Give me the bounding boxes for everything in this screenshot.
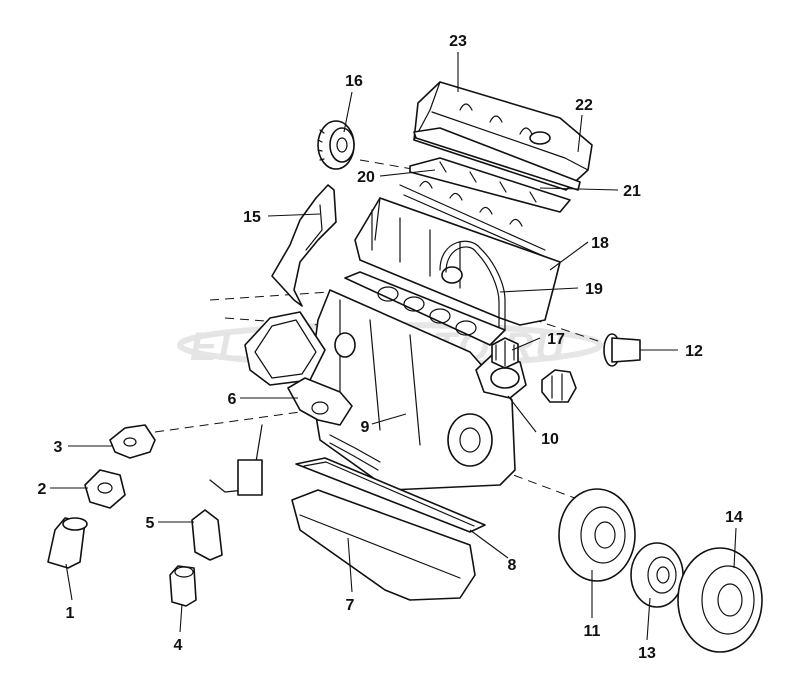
- clutch-pressure-plate[interactable]: [558, 488, 636, 582]
- water-pump-pulley[interactable]: [541, 369, 577, 403]
- distributor-drive[interactable]: [491, 337, 519, 369]
- timing-belt-cover[interactable]: [271, 184, 337, 307]
- label-7: 7: [346, 597, 355, 614]
- label-22: 22: [575, 97, 593, 114]
- breather-hose[interactable]: [439, 240, 506, 333]
- label-1: 1: [66, 605, 75, 622]
- label-23: 23: [449, 33, 467, 50]
- head-gasket[interactable]: [344, 271, 506, 346]
- engine-mount-bracket[interactable]: [109, 424, 156, 459]
- flywheel[interactable]: [677, 547, 763, 653]
- label-18: 18: [591, 235, 609, 252]
- water-hose[interactable]: [329, 434, 381, 471]
- label-9: 9: [361, 419, 370, 436]
- label-20: 20: [357, 169, 375, 186]
- label-16: 16: [345, 73, 363, 90]
- oil-filter[interactable]: [47, 517, 88, 569]
- label-13: 13: [638, 645, 656, 662]
- part-labels: 1 2 3 4 5 6 7 8 9 10 11 12 13 14 15 16 1…: [38, 33, 743, 662]
- label-14: 14: [725, 509, 743, 526]
- oil-pan-gasket[interactable]: [295, 457, 486, 533]
- oil-pan[interactable]: [291, 489, 476, 601]
- clutch-disc[interactable]: [630, 542, 684, 608]
- label-12: 12: [685, 343, 703, 360]
- mount-bracket[interactable]: [191, 509, 223, 561]
- label-11: 11: [584, 623, 601, 640]
- water-pump[interactable]: [475, 354, 527, 399]
- mount-bushing[interactable]: [169, 565, 197, 607]
- dipstick-tube[interactable]: [209, 424, 263, 496]
- label-3: 3: [54, 439, 63, 456]
- label-6: 6: [228, 391, 237, 408]
- label-15: 15: [243, 209, 261, 226]
- label-5: 5: [146, 515, 155, 532]
- valve-cover-gasket[interactable]: [413, 127, 581, 191]
- thermostat-housing[interactable]: [603, 333, 641, 367]
- engine-mount[interactable]: [84, 469, 126, 509]
- label-17: 17: [547, 331, 565, 348]
- front-cover-gasket[interactable]: [244, 311, 326, 386]
- label-2: 2: [38, 481, 47, 498]
- label-8: 8: [508, 557, 517, 574]
- leader-lines: [50, 52, 737, 641]
- engine-block[interactable]: [309, 289, 516, 491]
- cylinder-head[interactable]: [354, 197, 561, 326]
- valve-cover[interactable]: [413, 81, 593, 191]
- camshaft[interactable]: [399, 180, 549, 259]
- label-19: 19: [585, 281, 603, 298]
- camshaft-pulley[interactable]: [317, 120, 355, 170]
- label-10: 10: [541, 431, 559, 448]
- label-21: 21: [623, 183, 641, 200]
- oil-pump[interactable]: [287, 377, 353, 426]
- rocker-rail[interactable]: [409, 157, 571, 213]
- label-4: 4: [174, 637, 183, 654]
